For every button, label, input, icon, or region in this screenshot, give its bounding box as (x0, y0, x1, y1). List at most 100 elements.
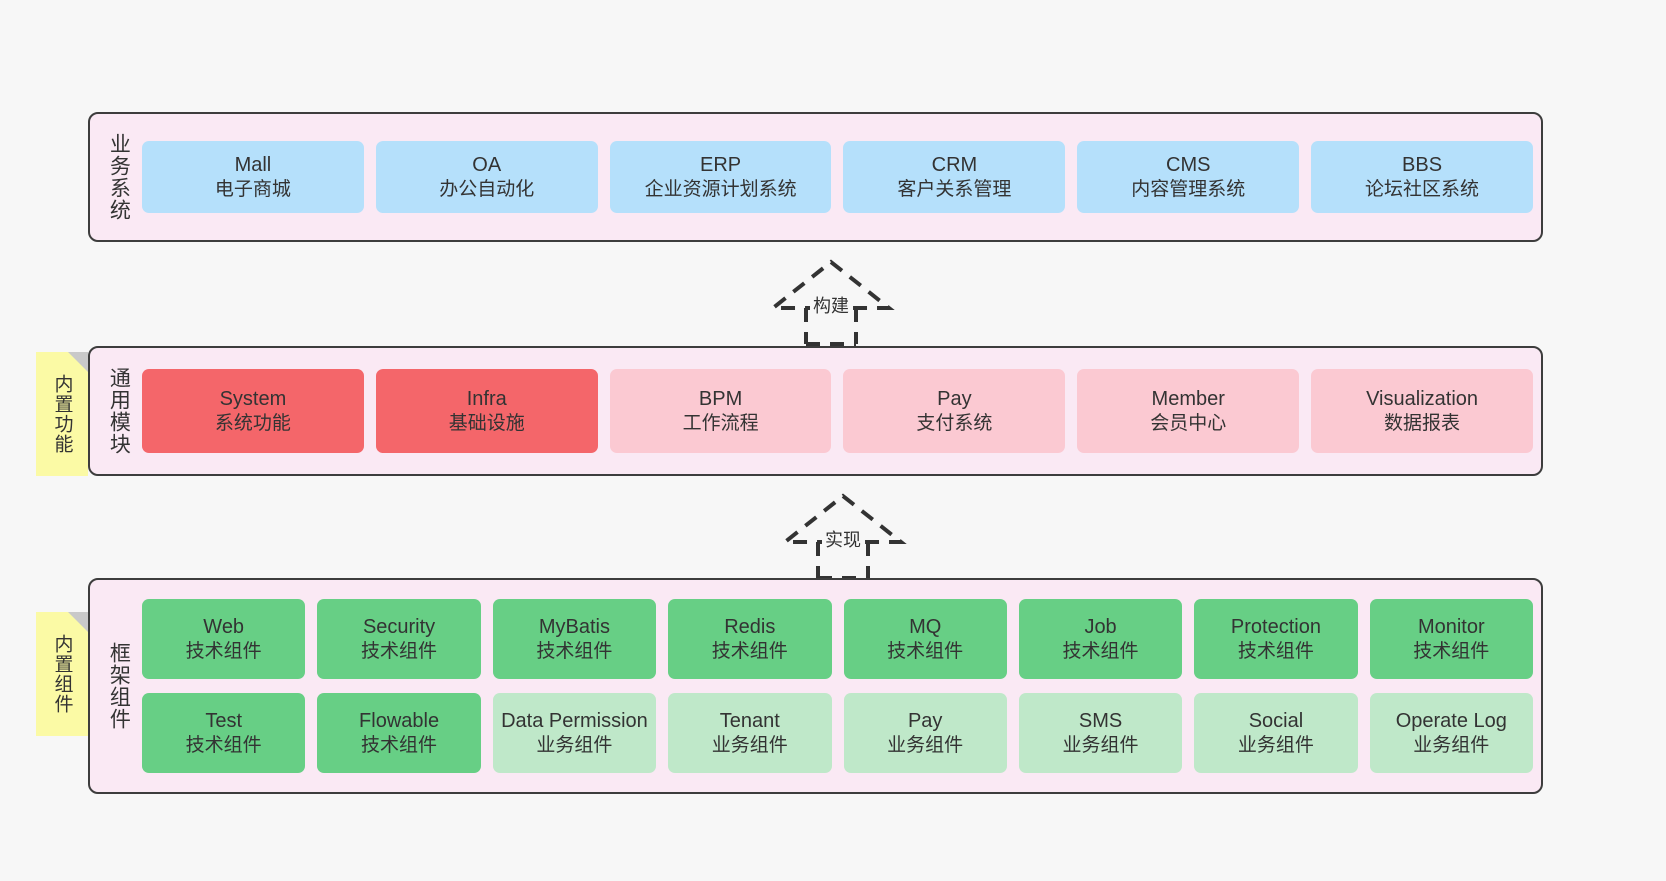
node-mall[interactable]: Mall 电子商城 (142, 141, 364, 213)
node-label-cn: 系统功能 (214, 412, 291, 434)
node-cms[interactable]: CMS 内容管理系统 (1077, 141, 1300, 213)
node-member[interactable]: Member 会员中心 (1077, 369, 1300, 453)
node-data-permission[interactable]: Data Permission 业务组件 (492, 693, 657, 773)
node-row: Mall 电子商城 OA 办公自动化 ERP 企业资源计划系统 CRM 客户关系… (142, 141, 1533, 213)
node-label-en: Pay (907, 710, 943, 733)
node-label-cn: 业务组件 (536, 734, 613, 756)
node-label-cn: 客户关系管理 (897, 178, 1012, 200)
layer-business-system: 业务系统 Mall 电子商城 OA 办公自动化 ERP 企业资源计划系统 CRM… (88, 112, 1543, 242)
sticky-note-builtin-features: 内置功能 (36, 352, 88, 476)
node-label-cn: 技术组件 (1413, 640, 1490, 662)
node-job[interactable]: Job 技术组件 (1018, 599, 1183, 679)
node-label-cn: 企业资源计划系统 (644, 178, 797, 200)
sticky-note-label: 内置组件 (51, 634, 73, 714)
node-test[interactable]: Test 技术组件 (142, 693, 306, 773)
node-label-en: Member (1151, 388, 1225, 411)
node-label-en: Tenant (719, 710, 780, 733)
node-label-cn: 业务组件 (1062, 734, 1139, 756)
node-label-en: Monitor (1417, 616, 1485, 639)
connector-implement: 实现 (768, 492, 918, 580)
node-label-en: MyBatis (538, 616, 610, 639)
node-label-cn: 技术组件 (887, 640, 964, 662)
node-label-cn: 论坛社区系统 (1365, 178, 1480, 200)
node-label-en: Data Permission (501, 710, 648, 733)
node-sms[interactable]: SMS 业务组件 (1018, 693, 1183, 773)
node-social[interactable]: Social 业务组件 (1194, 693, 1358, 773)
page-fold-corner-icon (68, 352, 88, 372)
node-label-cn: 内容管理系统 (1131, 178, 1246, 200)
node-row: Test 技术组件 Flowable 技术组件 Data Permission … (142, 693, 1533, 773)
node-bpm[interactable]: BPM 工作流程 (609, 369, 832, 453)
node-label-cn: 支付系统 (916, 412, 993, 434)
node-label-en: OA (472, 154, 502, 177)
node-label-cn: 技术组件 (185, 734, 262, 756)
node-crm[interactable]: CRM 客户关系管理 (843, 141, 1066, 213)
node-label-cn: 工作流程 (682, 412, 759, 434)
node-label-cn: 会员中心 (1150, 412, 1227, 434)
node-label-cn: 技术组件 (185, 640, 262, 662)
layer-body-framework-components: Web 技术组件 Security 技术组件 MyBatis 技术组件 Redi… (140, 586, 1535, 786)
node-label-cn: 电子商城 (214, 178, 291, 200)
node-pay-module[interactable]: Pay 支付系统 (843, 369, 1066, 453)
node-web[interactable]: Web 技术组件 (142, 599, 306, 679)
node-label-cn: 办公自动化 (439, 178, 535, 200)
layer-title-general-modules: 通用模块 (107, 367, 131, 455)
node-label-en: System (219, 388, 287, 411)
node-visualization[interactable]: Visualization 数据报表 (1311, 369, 1533, 453)
node-label-en: BBS (1402, 154, 1443, 177)
node-label-en: ERP (700, 154, 742, 177)
node-label-en: Web (203, 616, 245, 639)
sticky-note-label: 内置功能 (51, 374, 73, 454)
node-label-en: CRM (931, 154, 978, 177)
page-fold-corner-icon (68, 612, 88, 632)
node-flowable[interactable]: Flowable 技术组件 (317, 693, 481, 773)
node-mybatis[interactable]: MyBatis 技术组件 (492, 599, 657, 679)
connector-label-build: 构建 (810, 292, 852, 318)
node-label-en: Infra (466, 388, 507, 411)
node-label-en: Security (362, 616, 436, 639)
node-row: System 系统功能 Infra 基础设施 BPM 工作流程 Pay 支付系统… (142, 369, 1533, 453)
node-label-cn: 技术组件 (1237, 640, 1314, 662)
node-label-cn: 业务组件 (711, 734, 788, 756)
node-label-en: Pay (937, 388, 972, 411)
connector-build: 构建 (756, 258, 906, 346)
node-label-cn: 数据报表 (1384, 412, 1461, 434)
node-erp[interactable]: ERP 企业资源计划系统 (609, 141, 832, 213)
node-mq[interactable]: MQ 技术组件 (843, 599, 1007, 679)
node-label-cn: 技术组件 (711, 640, 788, 662)
sticky-note-builtin-components: 内置组件 (36, 612, 88, 736)
node-pay-component[interactable]: Pay 业务组件 (843, 693, 1007, 773)
node-redis[interactable]: Redis 技术组件 (668, 599, 832, 679)
layer-general-modules: 通用模块 System 系统功能 Infra 基础设施 BPM 工作流程 Pay… (88, 346, 1543, 476)
node-oa[interactable]: OA 办公自动化 (375, 141, 598, 213)
connector-label-implement: 实现 (822, 526, 864, 552)
node-label-en: Visualization (1366, 388, 1479, 411)
node-label-en: CMS (1166, 154, 1211, 177)
node-label-cn: 业务组件 (1413, 734, 1490, 756)
layer-title-business-system: 业务系统 (107, 133, 131, 221)
node-bbs[interactable]: BBS 论坛社区系统 (1311, 141, 1533, 213)
node-system[interactable]: System 系统功能 (142, 369, 364, 453)
node-label-cn: 业务组件 (887, 734, 964, 756)
node-security[interactable]: Security 技术组件 (317, 599, 481, 679)
node-label-cn: 技术组件 (361, 640, 438, 662)
layer-title-framework-components: 框架组件 (107, 642, 131, 730)
layer-body-business-system: Mall 电子商城 OA 办公自动化 ERP 企业资源计划系统 CRM 客户关系… (140, 120, 1535, 234)
node-label-en: MQ (909, 616, 942, 639)
node-label-en: Protection (1230, 616, 1321, 639)
node-infra[interactable]: Infra 基础设施 (375, 369, 598, 453)
node-protection[interactable]: Protection 技术组件 (1194, 599, 1358, 679)
node-label-en: Operate Log (1395, 710, 1507, 733)
layer-framework-components: 框架组件 Web 技术组件 Security 技术组件 MyBatis 技术组件 (88, 578, 1543, 794)
node-label-en: Flowable (359, 710, 440, 733)
node-monitor[interactable]: Monitor 技术组件 (1369, 599, 1533, 679)
node-operate-log[interactable]: Operate Log 业务组件 (1369, 693, 1533, 773)
node-label-en: Job (1084, 616, 1117, 639)
node-label-en: Redis (724, 616, 776, 639)
node-label-en: BPM (698, 388, 743, 411)
node-label-en: Test (205, 710, 243, 733)
node-label-cn: 业务组件 (1237, 734, 1314, 756)
node-tenant[interactable]: Tenant 业务组件 (668, 693, 832, 773)
node-label-en: Mall (234, 154, 272, 177)
